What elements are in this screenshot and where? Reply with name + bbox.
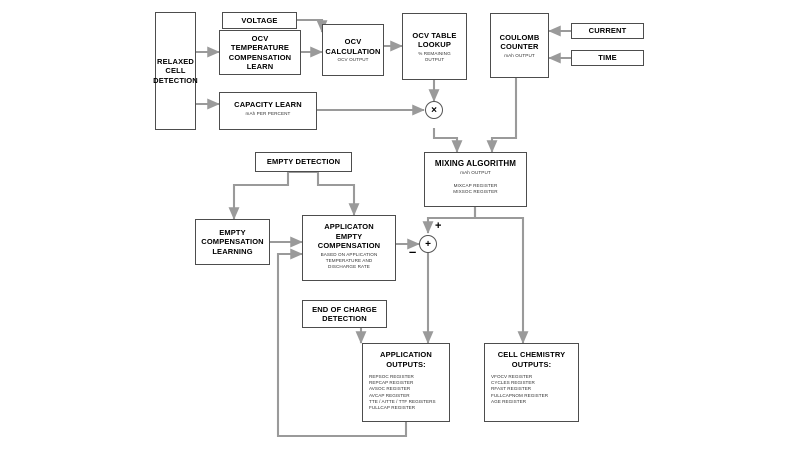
sum-plus-sign: + [435,220,442,232]
block-coulomb-counter[interactable]: COULOMB COUNTER mAh OUTPUT [490,13,549,78]
block-mixing-algorithm[interactable]: MIXING ALGORITHM mAh OUTPUT MIXCAP REGIS… [424,152,527,207]
app-empty-comp-line-1: APPLICATON [324,222,374,231]
block-end-of-charge-detection[interactable]: END OF CHARGE DETECTION [302,300,387,328]
app-empty-comp-sub-3: DISCHARGE RATE [328,263,370,269]
cell-chemistry-outputs-line-1: CELL CHEMISTRY [497,350,566,359]
capacity-learn-sub: mAh PER PERCENT [245,110,291,116]
sum-node[interactable]: + [419,235,437,253]
block-current[interactable]: CURRENT [571,23,644,39]
cell-chem-register-1: VFOCV REGISTER [491,374,533,379]
block-empty-compensation-learning[interactable]: EMPTY COMPENSATION LEARNING [195,219,270,265]
current-label: CURRENT [588,26,627,36]
block-voltage[interactable]: VOLTAGE [222,12,297,29]
ocv-temp-line-4: LEARN [246,62,274,71]
ocv-calculation-sub: OCV OUTPUT [337,57,369,62]
cell-chem-register-4: FULLCAPNOM REGISTER [491,392,549,398]
cell-chem-register-2: CYCLES REGISTER [491,380,535,386]
block-cell-chemistry-outputs[interactable]: CELL CHEMISTRY OUTPUTS: VFOCV REGISTER C… [484,343,579,422]
empty-comp-learning-line-1: EMPTY [219,227,246,237]
relaxed-cell-detection-line-3: DETECTION [153,75,198,85]
block-application-outputs[interactable]: APPLICATION OUTPUTS: REPSOC REGISTER REP… [362,343,450,422]
ocv-table-lookup-line-2: LOOKUP [418,40,451,49]
coulomb-counter-sub: mAh OUTPUT [504,52,535,58]
block-capacity-learn[interactable]: CAPACITY LEARN mAh PER PERCENT [219,92,317,130]
block-relaxed-cell-detection[interactable]: RELAXED CELL DETECTION [153,12,198,130]
mixing-algorithm-label: MIXING ALGORITHM [434,159,517,168]
app-output-register-6: FULLCAP REGISTER [369,405,416,411]
end-of-charge-line-1: END OF CHARGE [312,304,377,314]
capacity-learn-label: CAPACITY LEARN [234,100,302,109]
cell-chemistry-register-list: VFOCV REGISTER CYCLES REGISTER RFAST REG… [491,374,548,405]
sum-symbol: + [425,238,431,250]
multiply-symbol: × [431,104,437,116]
block-time[interactable]: TIME [571,50,644,66]
app-empty-comp-line-2: EMPTY [335,231,363,241]
relaxed-cell-detection-line-2: CELL [165,66,186,76]
cell-chemistry-outputs-line-2: OUTPUTS: [511,359,552,369]
ocv-temp-line-2: TEMPERATURE [230,43,290,52]
application-outputs-register-list: REPSOC REGISTER REPCAP REGISTER AVSOC RE… [369,374,436,411]
coulomb-counter-line-2: COUNTER [500,42,539,51]
ocv-calculation-line-1: OCV [344,37,362,46]
block-empty-detection[interactable]: EMPTY DETECTION [255,152,352,172]
coulomb-counter-line-1: COULOMB [499,32,540,42]
relaxed-cell-detection-line-1: RELAXED [157,56,194,66]
voltage-label: VOLTAGE [241,15,278,25]
ocv-table-lookup-line-1: OCV TABLE [412,30,457,40]
ocv-temp-line-3: COMPENSATION [228,52,292,62]
mixing-algorithm-register-2: MIXSOC REGISTER [453,189,498,194]
multiply-node[interactable]: × [425,101,443,119]
cell-chem-register-3: RFAST REGISTER [491,386,532,392]
sum-minus-sign: – [409,244,417,259]
time-label: TIME [598,53,617,63]
application-outputs-line-2: OUTPUTS: [386,359,426,369]
block-ocv-temperature-compensation-learn[interactable]: OCV TEMPERATURE COMPENSATION LEARN [219,30,301,75]
app-empty-comp-line-3: COMPENSATION [317,241,381,250]
ocv-calculation-line-2: CALCULATION [325,46,381,56]
block-application-empty-compensation[interactable]: APPLICATON EMPTY COMPENSATION BASED ON A… [302,215,396,281]
ocv-table-lookup-sub-1: % REMAINING [418,50,451,56]
ocv-table-lookup-sub-2: OUTPUT [424,56,445,62]
block-ocv-calculation[interactable]: OCV CALCULATION OCV OUTPUT [322,24,384,76]
empty-comp-learning-line-2: COMPENSATION [201,237,264,247]
cell-chem-register-5: AGE REGISTER [491,398,527,404]
mixing-algorithm-register-1: MIXCAP REGISTER [453,183,498,188]
mixing-algorithm-sub: mAh OUTPUT [460,170,491,175]
block-ocv-table-lookup[interactable]: OCV TABLE LOOKUP % REMAINING OUTPUT [402,13,467,80]
application-outputs-line-1: APPLICATION [380,350,432,359]
empty-comp-learning-line-3: LEARNING [212,246,253,256]
end-of-charge-line-2: DETECTION [322,314,367,323]
ocv-temp-line-1: OCV [251,33,269,43]
empty-detection-label: EMPTY DETECTION [266,157,341,167]
